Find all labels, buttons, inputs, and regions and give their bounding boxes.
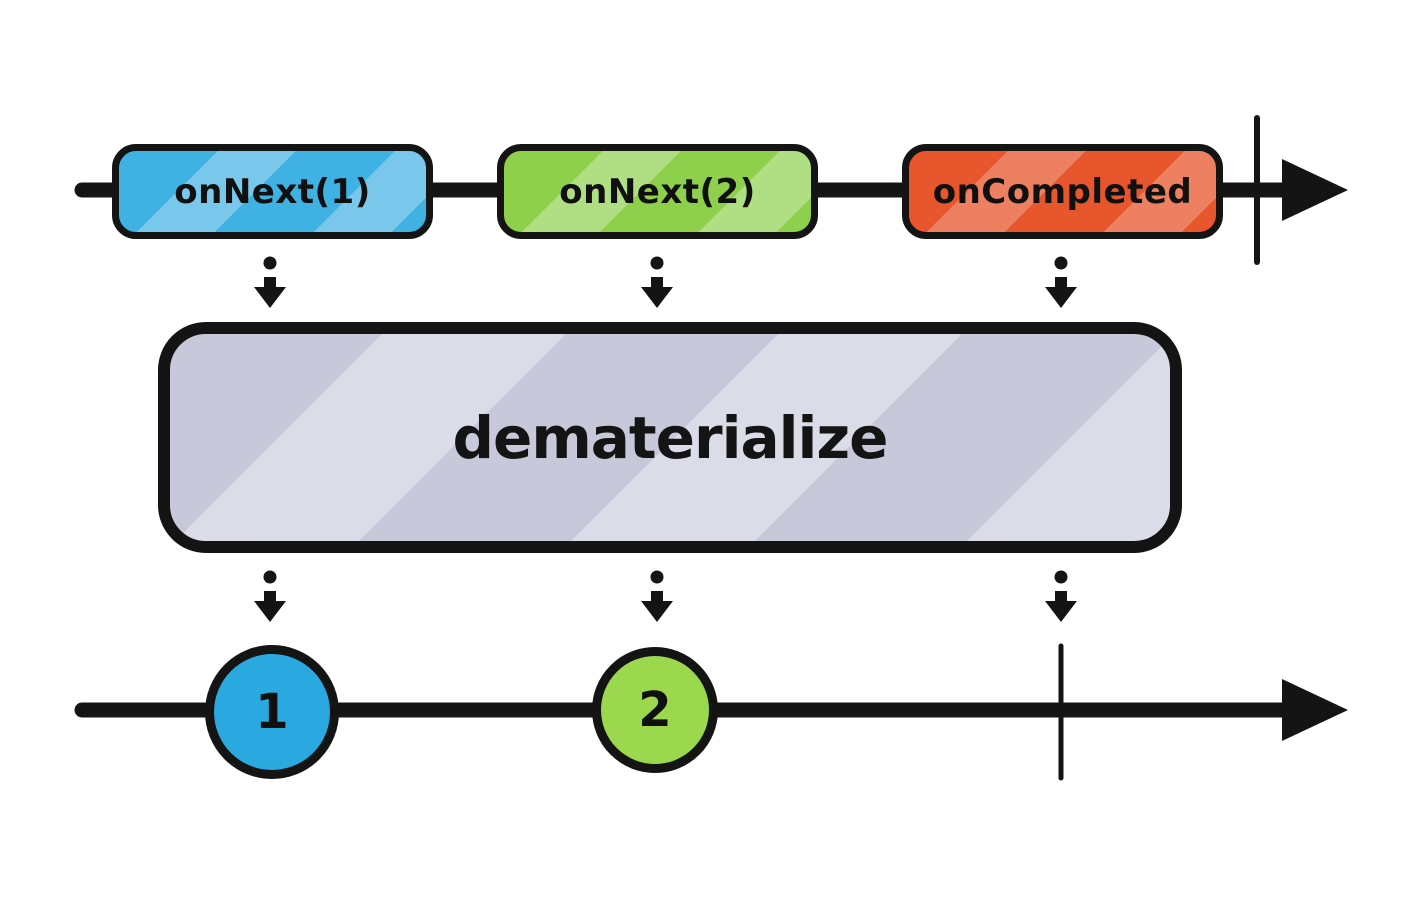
- notification-label: onNext(1): [174, 171, 371, 212]
- notification-box-oncompleted: onCompleted: [902, 144, 1223, 239]
- output-timeline-arrowhead-icon: [1282, 679, 1348, 741]
- down-arrow-icon: [641, 256, 673, 308]
- notification-label: onNext(2): [559, 171, 756, 212]
- notification-box-onnext-1: onNext(1): [112, 144, 433, 239]
- down-arrow-icon: [1045, 256, 1077, 308]
- down-arrow-icon: [254, 570, 286, 622]
- operator-box: dematerialize: [158, 322, 1182, 553]
- notification-label: onCompleted: [932, 171, 1193, 212]
- down-arrow-icon: [641, 570, 673, 622]
- operator-label: dematerialize: [452, 403, 889, 472]
- marble-label: 1: [255, 684, 289, 740]
- marble-value-1: 1: [205, 645, 339, 779]
- source-timeline-arrowhead-icon: [1282, 159, 1348, 221]
- marble-value-2: 2: [592, 647, 718, 773]
- notification-box-onnext-2: onNext(2): [497, 144, 818, 239]
- down-arrow-icon: [1045, 570, 1077, 622]
- marble-label: 2: [638, 682, 672, 738]
- down-arrow-icon: [254, 256, 286, 308]
